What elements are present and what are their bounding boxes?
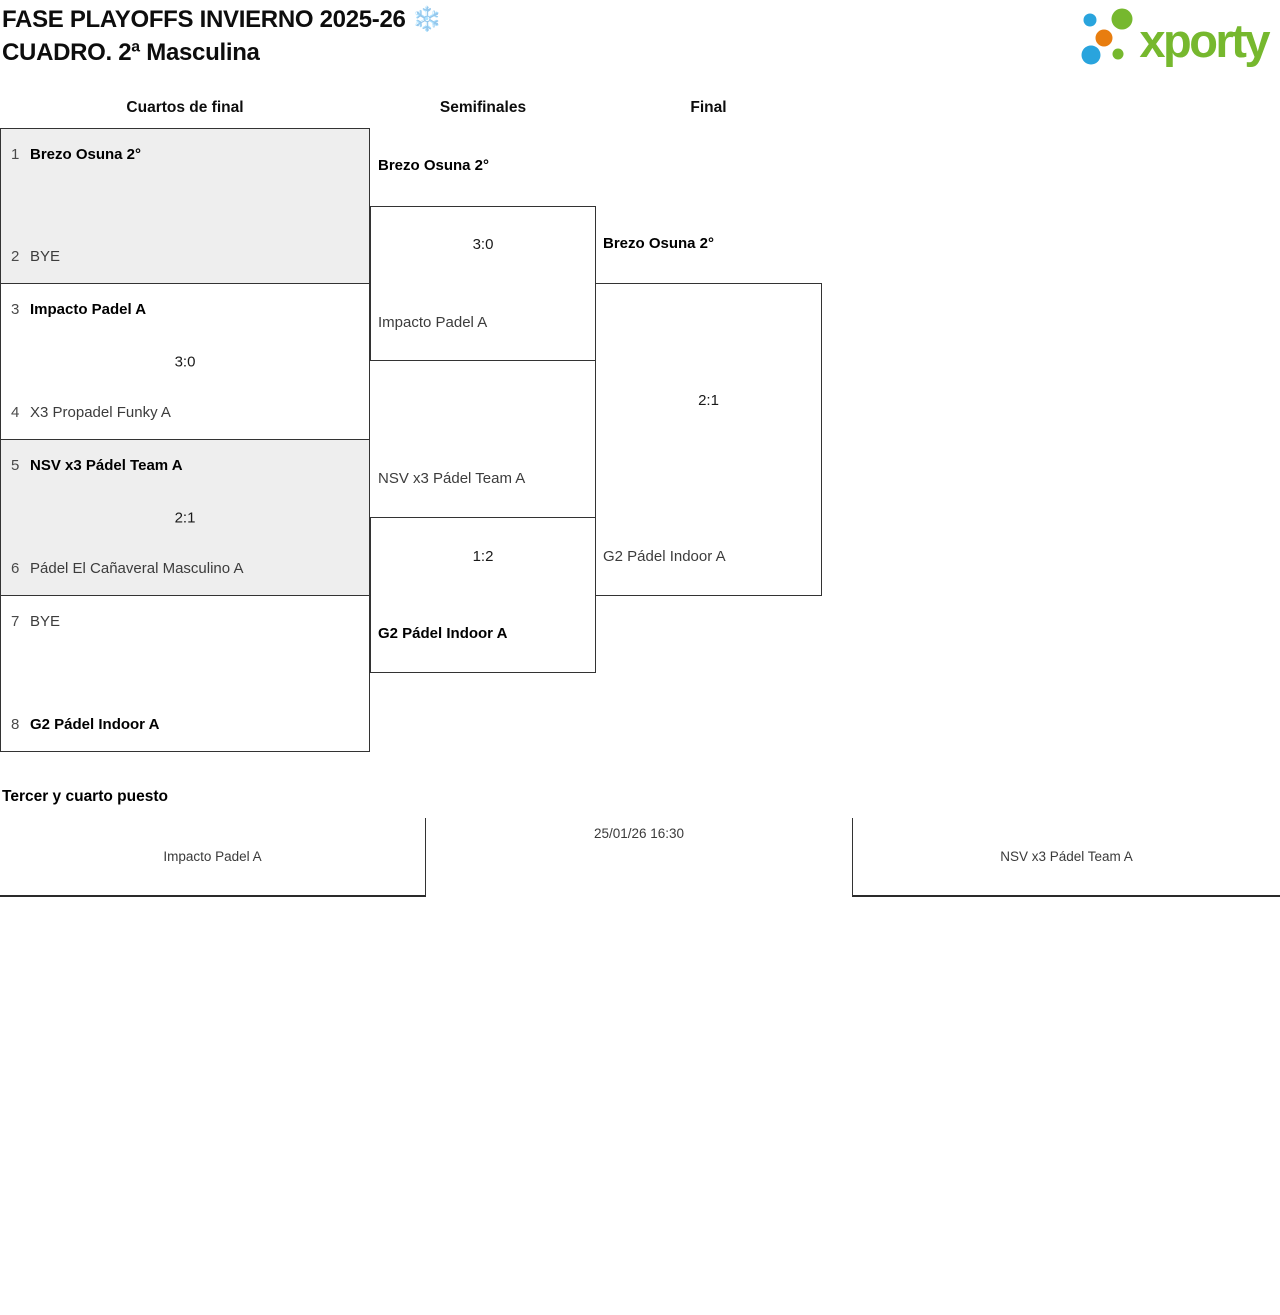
sf1-team-bottom: Impacto Padel A — [378, 314, 488, 331]
third-place-team-left: Impacto Padel A — [163, 849, 262, 864]
team-name: Pádel El Cañaveral Masculino A — [30, 560, 244, 577]
team-slot: 4 X3 Propadel Funky A — [11, 404, 359, 422]
round-header-semifinales: Semifinales — [439, 99, 527, 116]
team-name: BYE — [30, 248, 61, 265]
qf-match-1: 1 Brezo Osuna 2° 2 BYE — [0, 128, 370, 284]
final-team-bottom: G2 Pádel Indoor A — [603, 548, 726, 565]
seed-number: 7 — [11, 613, 20, 630]
team-slot: 1 Brezo Osuna 2° — [11, 146, 359, 164]
page-title: FASE PLAYOFFS INVIERNO 2025-26 ❄️ CUADRO… — [2, 3, 442, 69]
seed-number: 1 — [11, 146, 20, 163]
seed-number: 3 — [11, 301, 20, 318]
page-title-line1: FASE PLAYOFFS INVIERNO 2025-26 ❄️ — [2, 6, 442, 33]
page-title-line2: CUADRO. 2ª Masculina — [2, 39, 260, 66]
third-place-left-box: Impacto Padel A — [0, 818, 426, 897]
xporty-logo-dots-icon — [1072, 4, 1134, 73]
third-place-team-right: NSV x3 Pádel Team A — [1000, 849, 1133, 864]
match-score: 2:1 — [174, 509, 196, 526]
team-slot: 5 NSV x3 Pádel Team A — [11, 457, 359, 475]
team-slot: 6 Pádel El Cañaveral Masculino A — [11, 560, 359, 578]
team-name: G2 Pádel Indoor A — [30, 716, 160, 733]
qf-match-2: 3 Impacto Padel A 3:0 4 X3 Propadel Funky … — [0, 283, 370, 440]
xporty-logo-text: xporty — [1139, 14, 1270, 67]
seed-number: 4 — [11, 404, 20, 421]
sf1-score: 3:0 — [472, 236, 494, 253]
sf2-team-bottom: G2 Pádel Indoor A — [378, 625, 508, 642]
team-slot: 7 BYE — [11, 613, 359, 631]
team-slot: 8 G2 Pádel Indoor A — [11, 716, 359, 734]
seed-number: 6 — [11, 560, 20, 577]
round-header-final: Final — [690, 99, 727, 116]
seed-number: 2 — [11, 248, 20, 265]
final-score: 2:1 — [698, 392, 719, 409]
seed-number: 8 — [11, 716, 20, 733]
team-name: X3 Propadel Funky A — [30, 404, 171, 421]
sf2-team-top: NSV x3 Pádel Team A — [378, 470, 526, 487]
sf-match-1-box — [370, 206, 596, 361]
team-slot: 2 BYE — [11, 248, 359, 266]
xporty-logo[interactable]: xporty — [1072, 4, 1270, 73]
team-name: Impacto Padel A — [30, 301, 147, 318]
team-name: Brezo Osuna 2° — [30, 146, 142, 163]
third-place-datetime: 25/01/26 16:30 — [593, 826, 685, 841]
match-score: 3:0 — [174, 353, 196, 370]
seed-number: 5 — [11, 457, 20, 474]
team-name: BYE — [30, 613, 61, 630]
qf-match-4: 7 BYE 8 G2 Pádel Indoor A — [0, 595, 370, 752]
third-place-right-box: NSV x3 Pádel Team A — [852, 818, 1280, 897]
round-header-cuartos: Cuartos de final — [126, 99, 244, 116]
sf2-score: 1:2 — [472, 548, 494, 565]
sf-match-2-box — [370, 517, 596, 673]
final-match-box — [595, 283, 822, 596]
team-slot: 3 Impacto Padel A — [11, 301, 359, 319]
team-name: NSV x3 Pádel Team A — [30, 457, 183, 474]
third-place-heading: Tercer y cuarto puesto — [2, 788, 168, 805]
qf-match-3: 5 NSV x3 Pádel Team A 2:1 6 Pádel El Cañav… — [0, 439, 370, 596]
sf1-team-top: Brezo Osuna 2° — [378, 157, 490, 174]
final-team-top: Brezo Osuna 2° — [603, 235, 715, 252]
